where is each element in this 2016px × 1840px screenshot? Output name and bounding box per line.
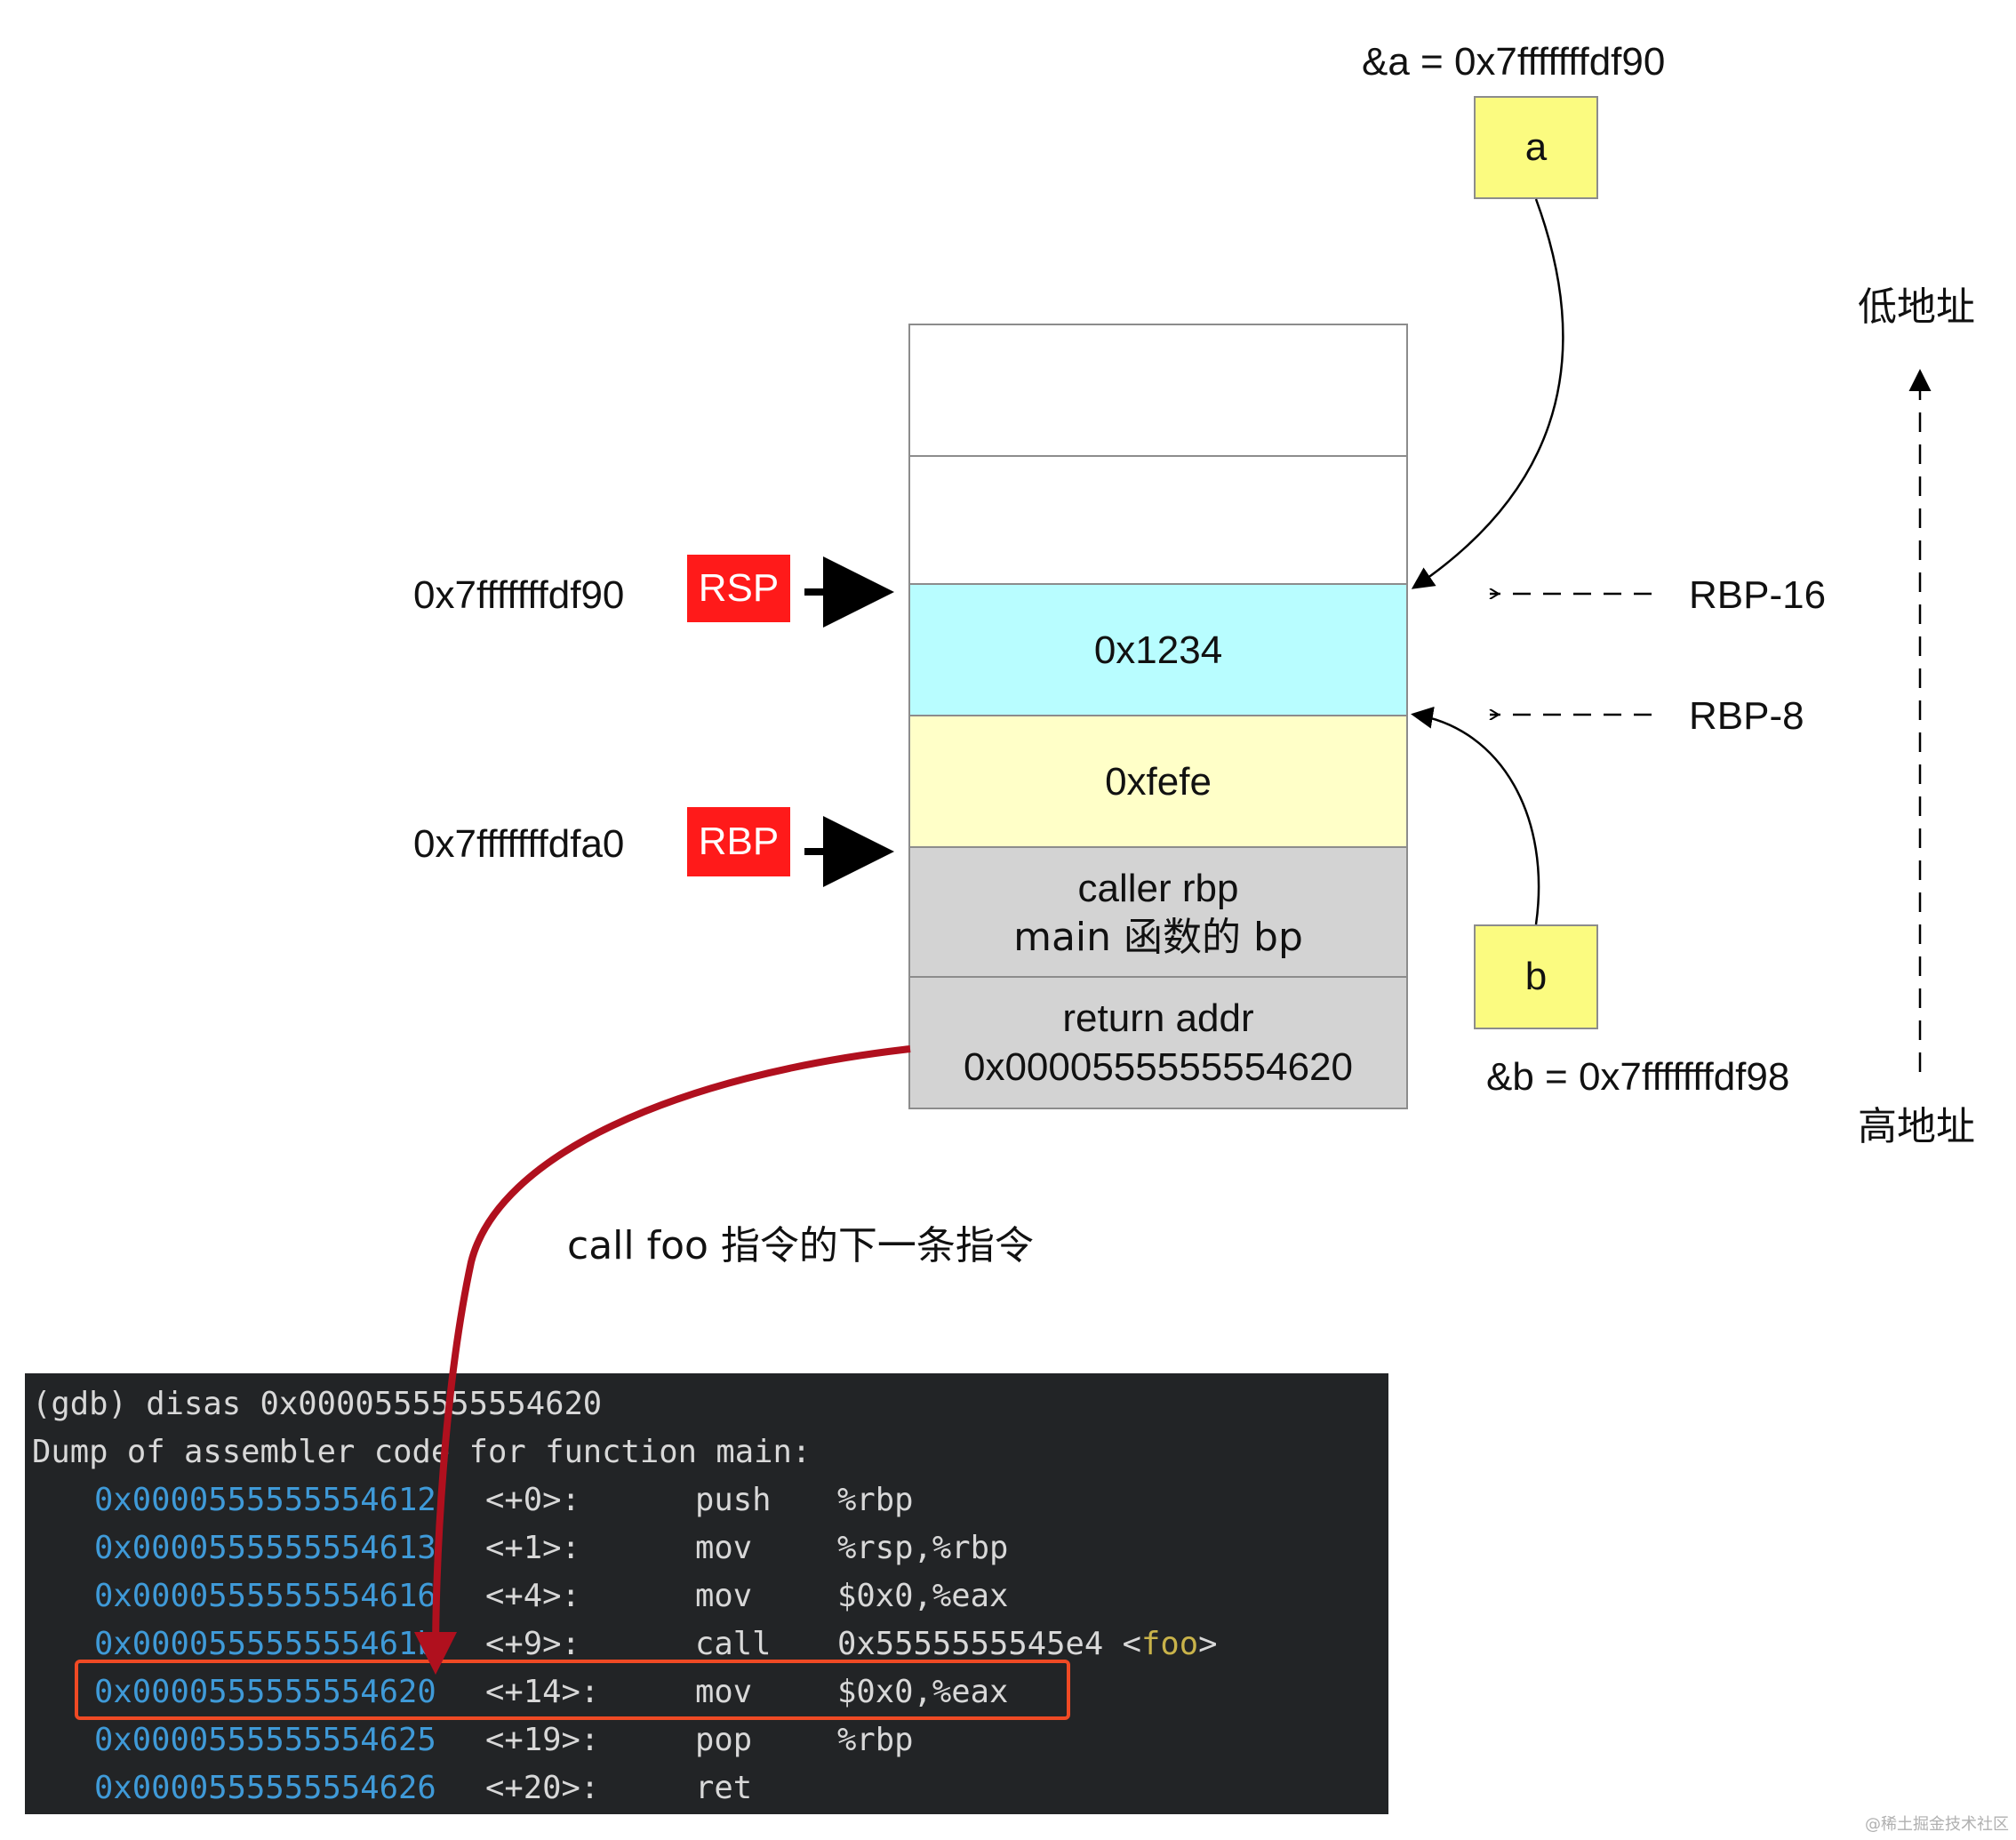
rbp-badge: RBP bbox=[687, 807, 790, 876]
asm-offset: <+19>: bbox=[485, 1722, 600, 1758]
stack-cell-caller-rbp: caller rbp main 函数的 bp bbox=[908, 846, 1408, 980]
asm-offset: <+20>: bbox=[485, 1770, 600, 1806]
stack-cell-value-fefe: 0xfefe bbox=[908, 715, 1408, 848]
caller-rbp-line2: main 函数的 bp bbox=[1013, 915, 1303, 960]
asm-address: 0x0000555555554620 bbox=[94, 1674, 436, 1710]
asm-mnemonic: mov bbox=[695, 1578, 753, 1614]
asm-mnemonic: ret bbox=[695, 1770, 753, 1806]
rbp-address-label: 0x7fffffffdfa0 bbox=[413, 822, 625, 866]
asm-mnemonic: push bbox=[695, 1482, 772, 1518]
variable-a-label: a bbox=[1524, 125, 1548, 169]
stack-cell-value-text: 0xfefe bbox=[1105, 759, 1212, 804]
asm-symbol: foo bbox=[1140, 1626, 1199, 1662]
asm-address: 0x000055555555461b bbox=[94, 1626, 436, 1662]
high-address-label: 高地址 bbox=[1858, 1104, 1975, 1149]
asm-mnemonic: mov bbox=[695, 1530, 753, 1566]
asm-operand: %rbp bbox=[837, 1482, 914, 1518]
asm-row: 0x0000555555554616 <+4>: mov $0x0,%eax bbox=[32, 1572, 1388, 1620]
b-to-stack-arrow bbox=[1411, 706, 1540, 925]
asm-offset: <+4>: bbox=[485, 1578, 580, 1614]
asm-operand: %rbp bbox=[837, 1722, 914, 1758]
asm-address: 0x0000555555554625 bbox=[94, 1722, 436, 1758]
a-to-stack-arrow bbox=[1411, 198, 1564, 589]
watermark: @稀土掘金技术社区 bbox=[1865, 1815, 2009, 1834]
asm-row: 0x0000555555554626 <+20>: ret bbox=[32, 1764, 1388, 1812]
stack-cell-1 bbox=[908, 324, 1408, 457]
asm-offset: <+14>: bbox=[485, 1674, 600, 1710]
asm-mnemonic: pop bbox=[695, 1722, 753, 1758]
variable-b-box: b bbox=[1474, 924, 1598, 1029]
highlighted-instruction-box bbox=[75, 1660, 1070, 1720]
asm-row: 0x0000555555554613 <+1>: mov %rsp,%rbp bbox=[32, 1524, 1388, 1572]
low-address-label: 低地址 bbox=[1858, 284, 1975, 330]
stack-cell-2 bbox=[908, 455, 1408, 588]
variable-a-box: a bbox=[1474, 96, 1598, 199]
asm-address: 0x0000555555554626 bbox=[94, 1770, 436, 1806]
stack-cell-value-1234: 0x1234 bbox=[908, 583, 1408, 716]
gdb-terminal: (gdb) disas 0x0000555555554620 Dump of a… bbox=[25, 1373, 1388, 1814]
return-addr-line2: 0x0000555555554620 bbox=[963, 1045, 1353, 1089]
asm-row: 0x0000555555554612 <+0>: push %rbp bbox=[32, 1476, 1388, 1524]
terminal-header: Dump of assembler code for function main… bbox=[32, 1434, 812, 1470]
stack-cell-value-text: 0x1234 bbox=[1093, 628, 1223, 672]
terminal-command: (gdb) disas 0x0000555555554620 bbox=[32, 1386, 603, 1422]
variable-b-label: b bbox=[1524, 955, 1548, 998]
asm-offset: <+0>: bbox=[485, 1482, 580, 1518]
rsp-badge: RSP bbox=[687, 555, 790, 622]
asm-address: 0x0000555555554612 bbox=[94, 1482, 436, 1518]
asm-address: 0x0000555555554613 bbox=[94, 1530, 436, 1566]
return-addr-line1: return addr bbox=[1062, 996, 1254, 1040]
asm-row: 0x0000555555554620 <+14>: mov $0x0,%eax bbox=[32, 1668, 1388, 1716]
rsp-address-label: 0x7fffffffdf90 bbox=[413, 573, 625, 617]
address-of-b-label: &b = 0x7fffffffdf98 bbox=[1486, 1055, 1790, 1099]
asm-row: 0x0000555555554625 <+19>: pop %rbp bbox=[32, 1716, 1388, 1764]
stack-cell-return-addr: return addr 0x0000555555554620 bbox=[908, 976, 1408, 1109]
asm-operand: $0x0,%eax bbox=[837, 1674, 1009, 1710]
asm-address: 0x0000555555554616 bbox=[94, 1578, 436, 1614]
call-note-label: call foo 指令的下一条指令 bbox=[567, 1223, 1034, 1268]
asm-mnemonic: mov bbox=[695, 1674, 753, 1710]
asm-operand: %rsp,%rbp bbox=[837, 1530, 1009, 1566]
rbp-minus-16-label: RBP-16 bbox=[1689, 573, 1827, 617]
asm-operand: $0x0,%eax bbox=[837, 1578, 1009, 1614]
asm-offset: <+1>: bbox=[485, 1530, 580, 1566]
rbp-minus-8-label: RBP-8 bbox=[1689, 694, 1804, 738]
caller-rbp-line1: caller rbp bbox=[1077, 867, 1239, 910]
address-of-a-label: &a = 0x7fffffffdf90 bbox=[1362, 40, 1666, 84]
